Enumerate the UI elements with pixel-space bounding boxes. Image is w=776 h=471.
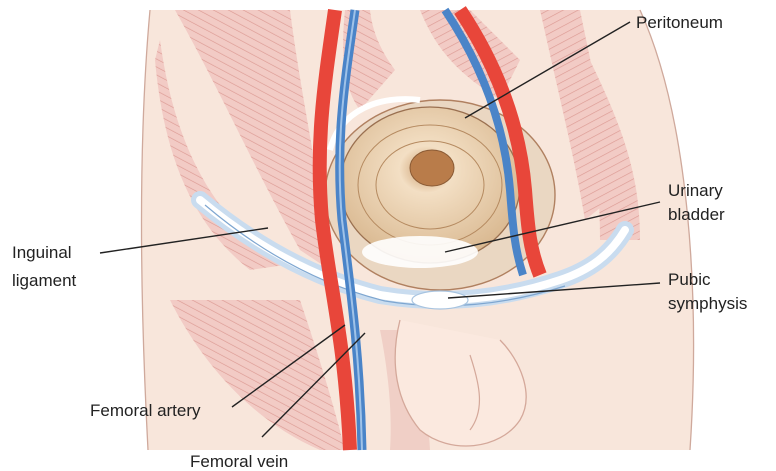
label-femoral-artery: Femoral artery bbox=[90, 401, 201, 420]
label-urinary-bladder-line2: bladder bbox=[668, 205, 725, 224]
label-pubic-symphysis-line1: Pubic bbox=[668, 270, 711, 289]
label-inguinal-ligament-line1: Inguinal bbox=[12, 243, 72, 262]
label-pubic-symphysis-line2: symphysis bbox=[668, 294, 747, 313]
label-femoral-vein: Femoral vein bbox=[190, 452, 288, 471]
pubic-symphysis-shape bbox=[412, 291, 468, 309]
label-inguinal-ligament-line2: ligament bbox=[12, 271, 77, 290]
label-peritoneum: Peritoneum bbox=[636, 13, 723, 32]
label-urinary-bladder-line1: Urinary bbox=[668, 181, 723, 200]
